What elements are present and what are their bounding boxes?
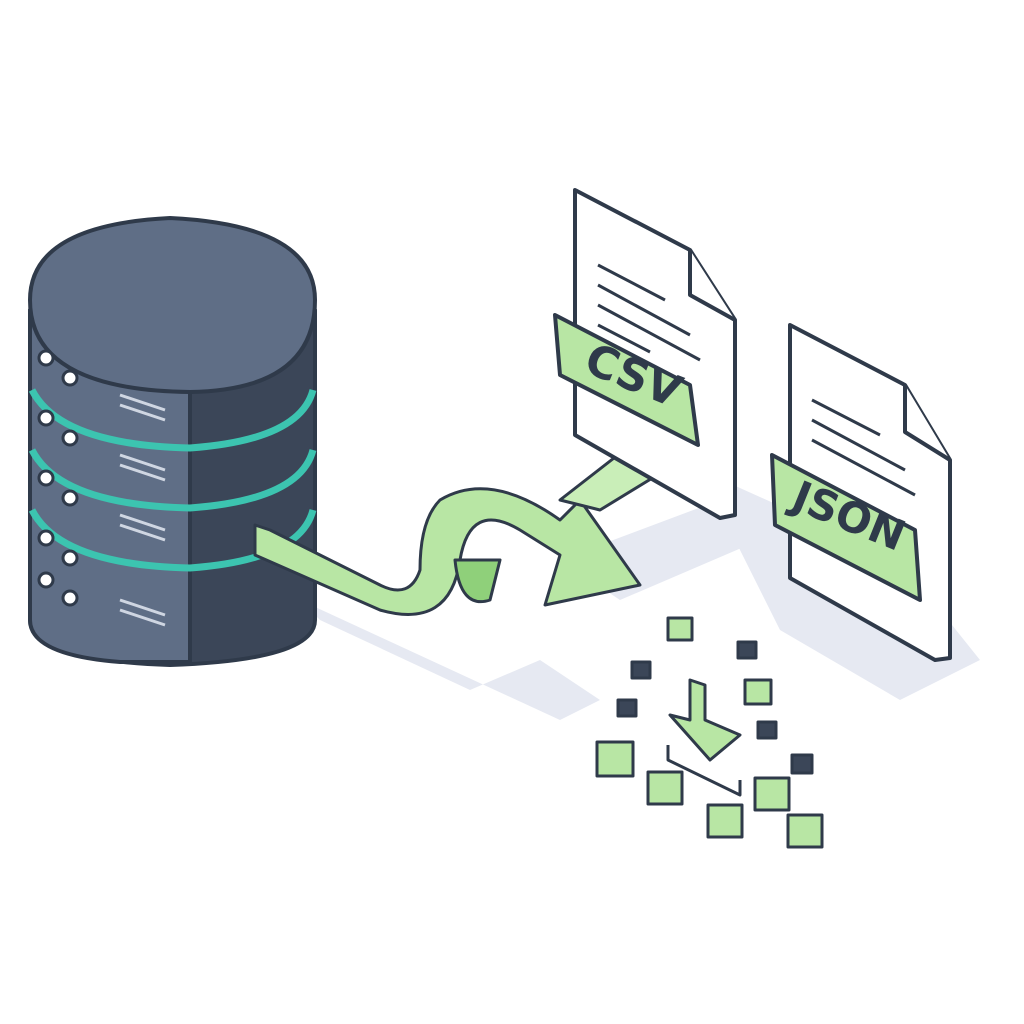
download-arrow-icon <box>666 678 742 797</box>
cube-icon <box>595 740 635 778</box>
cube-icon <box>736 640 758 660</box>
cube-icon <box>786 813 824 849</box>
cube-icon <box>666 616 694 642</box>
json-file-icon: JSON <box>770 323 952 662</box>
cube-icon <box>630 660 652 680</box>
cube-icon <box>756 720 778 740</box>
data-cubes <box>595 616 824 849</box>
database-server-icon <box>28 216 317 667</box>
cube-icon <box>616 698 638 718</box>
cube-icon <box>646 770 684 806</box>
cube-icon <box>753 776 791 812</box>
cube-icon <box>743 678 773 706</box>
csv-file-icon: CSV <box>553 188 737 520</box>
cube-icon <box>706 803 744 839</box>
cube-icon <box>790 753 814 775</box>
